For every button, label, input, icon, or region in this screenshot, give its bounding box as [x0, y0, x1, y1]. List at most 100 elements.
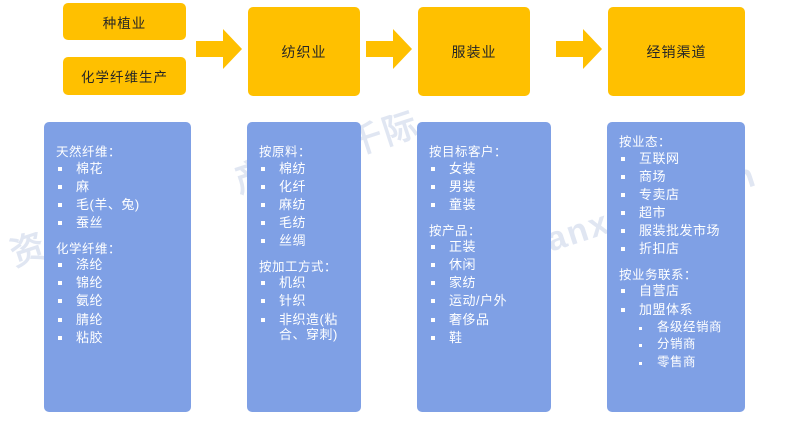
group-title: 按目标客户： — [429, 145, 508, 159]
bullet-icon — [261, 184, 265, 189]
list-item: 机织 — [257, 275, 355, 290]
list-item-label: 加盟体系 — [639, 301, 694, 317]
list-item: 运动/户外 — [427, 293, 545, 308]
bullet-icon — [639, 326, 642, 330]
list-item: 粘胶 — [54, 330, 185, 345]
bullet-icon — [58, 299, 62, 304]
arrow-right-icon-2 — [366, 29, 412, 69]
bullet-icon — [431, 202, 435, 207]
bullet-icon — [621, 228, 625, 233]
list-item-label: 棉纺 — [279, 160, 307, 176]
list-item: 折扣店 — [617, 241, 739, 256]
group-list: 互联网 商场 专卖店 超市 服装批发市场 折扣店 — [617, 151, 739, 256]
list-item-label: 涤纶 — [76, 257, 104, 273]
list-item: 奢侈品 — [427, 312, 545, 327]
list-item-label: 毛(羊、兔) — [76, 196, 140, 212]
bullet-icon — [639, 344, 642, 348]
list-item-label: 奢侈品 — [449, 311, 490, 327]
list-item: 鞋 — [427, 330, 545, 345]
group-list: 涤纶 锦纶 氨纶 腈纶 粘胶 — [54, 257, 185, 345]
list-item-label: 服装批发市场 — [639, 222, 721, 238]
list-item-label: 丝绸 — [279, 232, 307, 248]
list-item: 自营店 — [617, 283, 739, 298]
panel-group: 按业态： 互联网 商场 专卖店 超市 服装批发市场 折扣店 — [617, 136, 739, 256]
group-list: 棉纺 化纤 麻纺 毛纺 丝绸 — [257, 161, 355, 248]
list-item: 毛纺 — [257, 215, 355, 230]
list-item: 女装 — [427, 161, 545, 176]
list-item-label: 棉花 — [76, 160, 104, 176]
stage-box-chemical-fiber-production[interactable]: 化学纤维生产 — [63, 57, 186, 95]
list-item-label: 毛纺 — [279, 214, 307, 230]
list-item-sub: 各级经销商 — [617, 320, 739, 335]
list-item: 专卖店 — [617, 187, 739, 202]
stage-box-textile[interactable]: 纺织业 — [248, 7, 360, 96]
stage-label: 纺织业 — [281, 43, 327, 60]
bullet-icon — [621, 192, 625, 197]
group-title: 化学纤维： — [56, 241, 122, 256]
bullet-icon — [261, 202, 265, 207]
list-item: 商场 — [617, 169, 739, 184]
list-item-label: 专卖店 — [639, 186, 680, 202]
list-item: 氨纶 — [54, 293, 185, 308]
panel-group: 天然纤维： 棉花 麻 毛(羊、兔) 蚕丝 — [54, 146, 185, 230]
panel-group: 按业务联系： 自营店 加盟体系 各级经销商 分销商 零售商 — [617, 269, 739, 369]
list-item: 麻纺 — [257, 197, 355, 212]
group-title: 按业态： — [619, 135, 672, 149]
group-list: 机织 针织 非织造(粘合、穿刺) — [257, 275, 355, 342]
bullet-icon — [621, 156, 625, 161]
stage-label: 服装业 — [451, 43, 497, 60]
list-item: 化纤 — [257, 179, 355, 194]
detail-panel-textile: 按原料： 棉纺 化纤 麻纺 毛纺 丝绸 按加工方式： 机织 针织 非织造(粘合、… — [247, 122, 361, 412]
list-item: 蚕丝 — [54, 215, 185, 230]
bullet-icon — [431, 317, 435, 322]
group-list: 棉花 麻 毛(羊、兔) 蚕丝 — [54, 161, 185, 230]
bullet-icon — [431, 166, 435, 171]
list-item-label: 氨纶 — [76, 293, 104, 309]
list-item-label: 童装 — [449, 196, 477, 212]
bullet-icon — [431, 263, 435, 268]
list-item: 涤纶 — [54, 257, 185, 272]
stage-box-planting[interactable]: 种植业 — [63, 3, 186, 40]
bullet-icon — [621, 174, 625, 179]
group-title: 按业务联系： — [619, 267, 698, 282]
list-item-label: 针织 — [279, 293, 307, 309]
list-item-label: 运动/户外 — [449, 293, 508, 309]
detail-panel-apparel: 按目标客户： 女装 男装 童装 按产品： 正装 休闲 家纺 运动/户外 奢侈品 … — [417, 122, 551, 412]
list-item-label: 机织 — [279, 275, 307, 291]
panel-group: 按产品： 正装 休闲 家纺 运动/户外 奢侈品 鞋 — [427, 225, 545, 345]
list-item: 超市 — [617, 205, 739, 220]
list-item-label: 蚕丝 — [76, 214, 104, 230]
list-item-label: 男装 — [449, 178, 477, 194]
arrow-right-icon-1 — [196, 29, 242, 69]
group-title: 按加工方式： — [259, 259, 338, 274]
stage-box-apparel[interactable]: 服装业 — [418, 7, 530, 96]
list-item-label: 折扣店 — [639, 240, 680, 256]
list-item: 非织造(粘合、穿刺) — [257, 312, 355, 342]
list-item-label: 女装 — [449, 160, 477, 176]
detail-panel-fiber: 天然纤维： 棉花 麻 毛(羊、兔) 蚕丝 化学纤维： 涤纶 锦纶 氨纶 腈纶 粘… — [44, 122, 191, 412]
list-item: 服装批发市场 — [617, 223, 739, 238]
stage-box-distribution-channel[interactable]: 经销渠道 — [608, 7, 745, 96]
group-list: 正装 休闲 家纺 运动/户外 奢侈品 鞋 — [427, 239, 545, 345]
list-item-label: 家纺 — [449, 275, 477, 291]
group-title: 按原料： — [259, 145, 312, 159]
list-item-sub: 零售商 — [617, 355, 739, 370]
list-item: 棉纺 — [257, 161, 355, 176]
list-item-label: 互联网 — [639, 150, 680, 166]
list-item-label: 麻纺 — [279, 196, 307, 212]
bullet-icon — [261, 299, 265, 304]
bullet-icon — [58, 263, 62, 268]
bullet-icon — [431, 281, 435, 286]
bullet-icon — [261, 317, 265, 322]
bullet-icon — [58, 317, 62, 322]
list-item-label: 自营店 — [639, 283, 680, 299]
list-item: 针织 — [257, 293, 355, 308]
bullet-icon — [431, 335, 435, 340]
bullet-icon — [58, 166, 62, 171]
bullet-icon — [261, 238, 265, 243]
stage-label: 种植业 — [102, 15, 147, 31]
group-list: 女装 男装 童装 — [427, 161, 545, 212]
list-item: 麻 — [54, 179, 185, 194]
list-item-label: 分销商 — [657, 337, 697, 352]
